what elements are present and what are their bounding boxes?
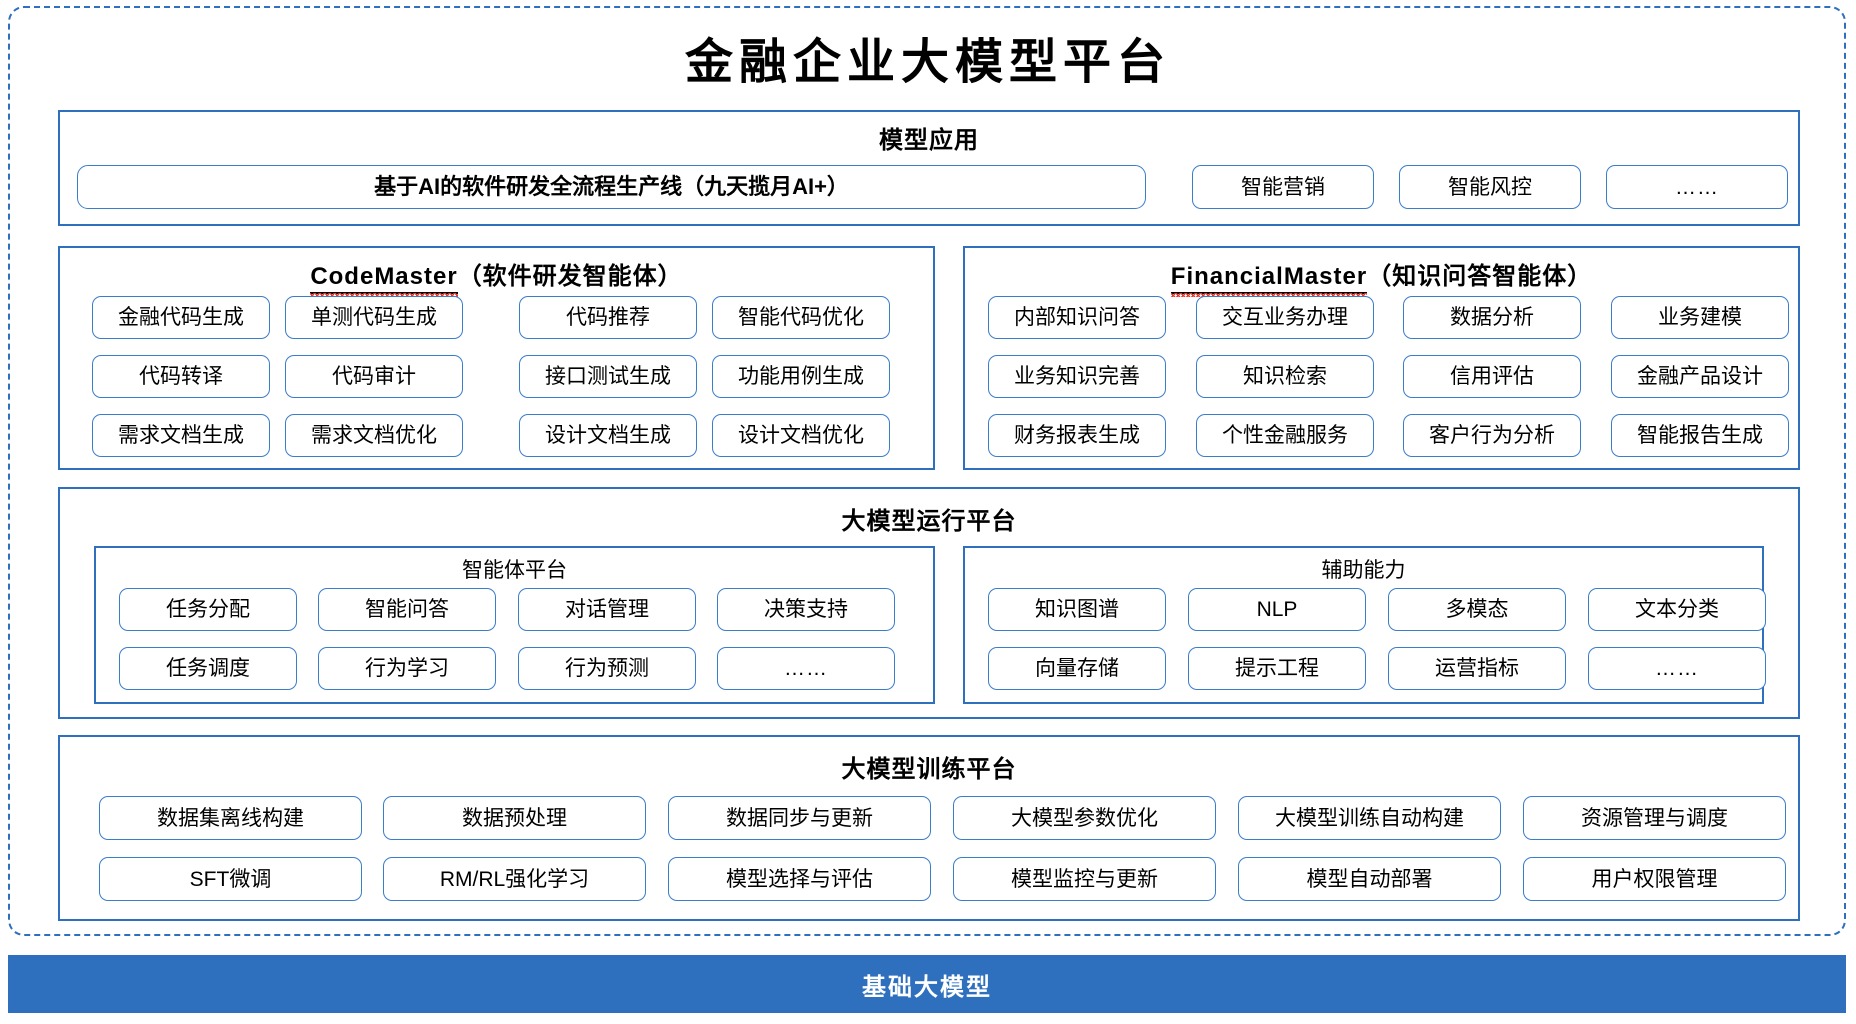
application-item-pill[interactable]: 智能营销 — [1192, 165, 1374, 209]
runtime-capability-pill[interactable]: NLP — [1188, 588, 1366, 631]
agent-capability-pill[interactable]: 内部知识问答 — [988, 296, 1166, 339]
runtime-capability-pill[interactable]: 决策支持 — [717, 588, 895, 631]
runtime-capability-pill[interactable]: 智能问答 — [318, 588, 496, 631]
agent-title-financialmaster: FinancialMaster（知识问答智能体） — [965, 256, 1798, 297]
agent-capability-pill[interactable]: 财务报表生成 — [988, 414, 1166, 457]
training-capability-pill[interactable]: 资源管理与调度 — [1523, 796, 1786, 840]
training-capability-pill[interactable]: 数据集离线构建 — [99, 796, 362, 840]
agent-capability-pill[interactable]: 智能报告生成 — [1611, 414, 1789, 457]
agent-capability-pill[interactable]: 代码转译 — [92, 355, 270, 398]
agent-name-latin: FinancialMaster — [1170, 263, 1368, 297]
agent-capability-pill[interactable]: 代码推荐 — [519, 296, 697, 339]
agent-capability-pill[interactable]: 数据分析 — [1403, 296, 1581, 339]
runtime-subpanel-title: 辅助能力 — [1321, 559, 1406, 582]
diagram-outer-frame — [8, 6, 1846, 936]
training-platform-title: 大模型训练平台 — [841, 756, 1017, 783]
training-capability-pill[interactable]: 用户权限管理 — [1523, 857, 1786, 901]
runtime-capability-pill[interactable]: 多模态 — [1388, 588, 1566, 631]
application-item-pill[interactable]: 智能风控 — [1399, 165, 1581, 209]
runtime-capability-pill[interactable]: 对话管理 — [518, 588, 696, 631]
training-capability-pill[interactable]: 模型自动部署 — [1238, 857, 1501, 901]
agent-capability-pill[interactable]: 需求文档生成 — [92, 414, 270, 457]
agent-name-suffix: （软件研发智能体） — [457, 263, 683, 290]
application-banner-pill[interactable]: 基于AI的软件研发全流程生产线（九天揽月AI+） — [77, 165, 1146, 209]
training-capability-pill[interactable]: 大模型训练自动构建 — [1238, 796, 1501, 840]
training-capability-pill[interactable]: 模型选择与评估 — [668, 857, 931, 901]
agent-capability-pill[interactable]: 知识检索 — [1196, 355, 1374, 398]
agent-capability-pill[interactable]: 金融代码生成 — [92, 296, 270, 339]
agent-capability-pill[interactable]: 信用评估 — [1403, 355, 1581, 398]
training-capability-pill[interactable]: 模型监控与更新 — [953, 857, 1216, 901]
page-title: 金融企业大模型平台 — [684, 36, 1171, 89]
runtime-subpanel-title: 智能体平台 — [462, 559, 567, 582]
training-capability-pill[interactable]: 数据预处理 — [383, 796, 646, 840]
training-capability-pill[interactable]: 数据同步与更新 — [668, 796, 931, 840]
runtime-capability-pill[interactable]: 向量存储 — [988, 647, 1166, 690]
agent-capability-pill[interactable]: 智能代码优化 — [712, 296, 890, 339]
runtime-capability-pill[interactable]: 文本分类 — [1588, 588, 1766, 631]
agent-capability-pill[interactable]: 金融产品设计 — [1611, 355, 1789, 398]
training-capability-pill[interactable]: RM/RL强化学习 — [383, 857, 646, 901]
agent-name-suffix: （知识问答智能体） — [1367, 263, 1593, 290]
training-capability-pill[interactable]: 大模型参数优化 — [953, 796, 1216, 840]
agent-capability-pill[interactable]: 客户行为分析 — [1403, 414, 1581, 457]
application-layer-title: 模型应用 — [879, 127, 979, 154]
training-capability-pill[interactable]: SFT微调 — [99, 857, 362, 901]
runtime-capability-pill[interactable]: 任务分配 — [119, 588, 297, 631]
agent-capability-pill[interactable]: 功能用例生成 — [712, 355, 890, 398]
agent-capability-pill[interactable]: 需求文档优化 — [285, 414, 463, 457]
runtime-capability-pill[interactable]: …… — [717, 647, 895, 690]
runtime-capability-pill[interactable]: 运营指标 — [1388, 647, 1566, 690]
agent-title-codemaster: CodeMaster（软件研发智能体） — [60, 256, 933, 297]
application-item-pill[interactable]: …… — [1606, 165, 1788, 209]
runtime-capability-pill[interactable]: 知识图谱 — [988, 588, 1166, 631]
runtime-capability-pill[interactable]: 提示工程 — [1188, 647, 1366, 690]
runtime-capability-pill[interactable]: 行为学习 — [318, 647, 496, 690]
runtime-platform-title: 大模型运行平台 — [841, 508, 1017, 535]
runtime-capability-pill[interactable]: 任务调度 — [119, 647, 297, 690]
agent-capability-pill[interactable]: 设计文档优化 — [712, 414, 890, 457]
agent-capability-pill[interactable]: 接口测试生成 — [519, 355, 697, 398]
agent-capability-pill[interactable]: 单测代码生成 — [285, 296, 463, 339]
agent-capability-pill[interactable]: 业务建模 — [1611, 296, 1789, 339]
agent-capability-pill[interactable]: 代码审计 — [285, 355, 463, 398]
agent-capability-pill[interactable]: 个性金融服务 — [1196, 414, 1374, 457]
agent-capability-pill[interactable]: 设计文档生成 — [519, 414, 697, 457]
runtime-capability-pill[interactable]: 行为预测 — [518, 647, 696, 690]
agent-capability-pill[interactable]: 业务知识完善 — [988, 355, 1166, 398]
base-model-band: 基础大模型 — [8, 955, 1846, 1013]
agent-capability-pill[interactable]: 交互业务办理 — [1196, 296, 1374, 339]
agent-name-latin: CodeMaster — [310, 263, 459, 297]
runtime-capability-pill[interactable]: …… — [1588, 647, 1766, 690]
